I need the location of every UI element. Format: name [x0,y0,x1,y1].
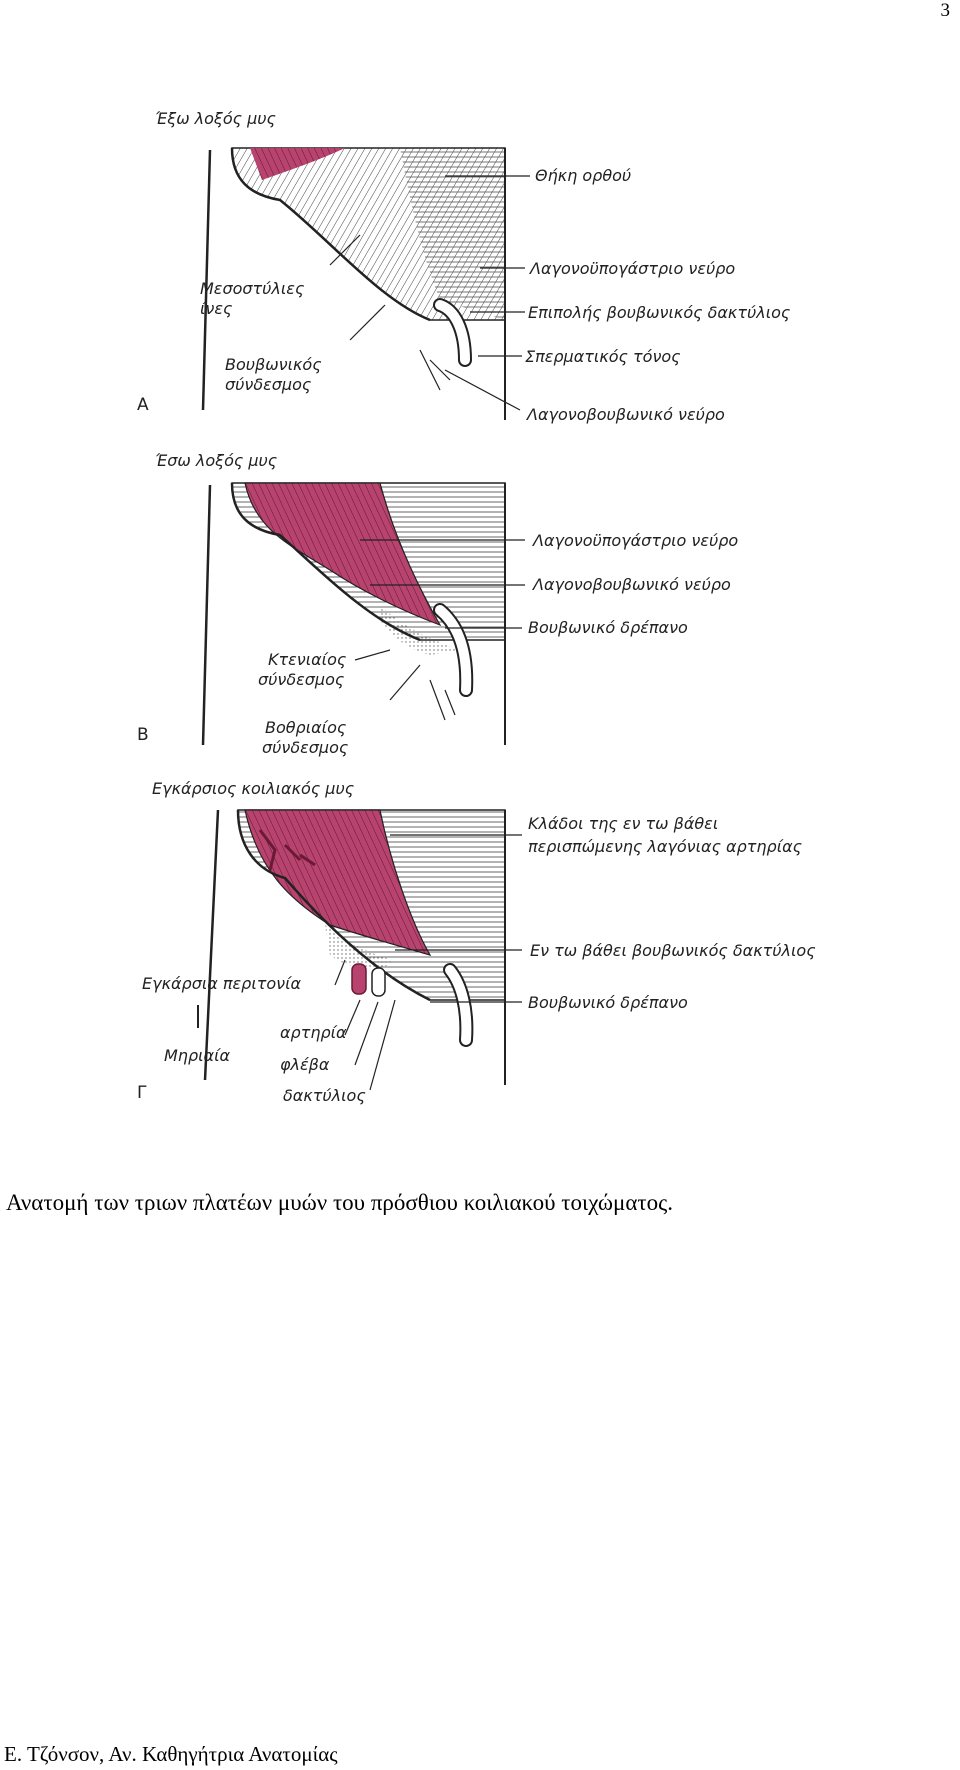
label-a-3: Επιπολής βουβωνικός δακτύλιος [528,303,790,322]
label-c-left-3: αρτηρία [280,1023,347,1042]
label-b-3: Βουβωνικό δρέπανο [528,618,688,637]
label-a-left-1: Μεσοστύλιες [200,279,304,298]
figure-caption: Ανατομή των τριων πλατέων μυών του πρόσθ… [6,1190,674,1215]
label-c-left-5: δακτύλιος [283,1086,366,1105]
panel-a: Έξω λοξός μυς Α Θήκη ορθού Λαγονοϋπογάστ… [137,109,790,424]
label-c-4: Βουβωνικό δρέπανο [528,993,688,1012]
label-b-left-3: Βοθριαίος [265,718,346,737]
label-c-left-2: Μηριαία [164,1046,230,1065]
panel-a-letter: Α [137,395,149,415]
panel-b: Έσω λοξός μυς Β Λαγονοϋπογάστριο νεύρο Λ… [137,451,738,757]
panel-b-letter: Β [137,725,149,745]
label-b-1: Λαγονοϋπογάστριο νεύρο [531,531,738,550]
panel-c: Εγκάρσιος κοιλιακός μυς Γ Κλάδοι της εν … [137,779,816,1105]
label-c-2: περισπώμενης λαγόνιας αρτηρίας [528,837,802,856]
panel-a-title: Έξω λοξός μυς [155,109,276,128]
panel-c-letter: Γ [137,1083,147,1103]
label-c-left-1: Εγκάρσια περιτονία [142,974,302,993]
label-a-4: Σπερματικός τόνος [525,347,681,366]
label-b-left-1: Κτενιαίος [268,650,346,669]
anatomy-figure: Έξω λοξός μυς Α Θήκη ορθού Λαγονοϋπογάστ… [137,109,816,1105]
label-a-1: Θήκη ορθού [535,166,631,185]
label-a-left-4: σύνδεσμος [225,375,311,394]
label-b-left-4: σύνδεσμος [262,738,348,757]
page-footer: Ε. Τζόνσον, Αν. Καθηγήτρια Ανατομίας [4,1742,338,1766]
artery-shape [351,963,367,995]
page-number: 3 [940,0,951,21]
label-a-left-2: ίνες [200,299,232,318]
label-a-2: Λαγονοϋπογάστριο νεύρο [528,259,735,278]
panel-c-title: Εγκάρσιος κοιλιακός μυς [152,779,354,798]
label-b-2: Λαγονοβουβωνικό νεύρο [531,575,731,594]
label-c-left-4: φλέβα [280,1055,330,1074]
label-c-1: Κλάδοι της εν τω βάθει [528,814,718,833]
label-c-3: Εν τω βάθει βουβωνικός δακτύλιος [530,941,816,960]
label-a-left-3: Βουβωνικός [225,355,322,374]
vein-shape [371,967,386,997]
label-a-5: Λαγονοβουβωνικό νεύρο [525,405,725,424]
panel-b-title: Έσω λοξός μυς [155,451,277,470]
label-b-left-2: σύνδεσμος [258,670,344,689]
